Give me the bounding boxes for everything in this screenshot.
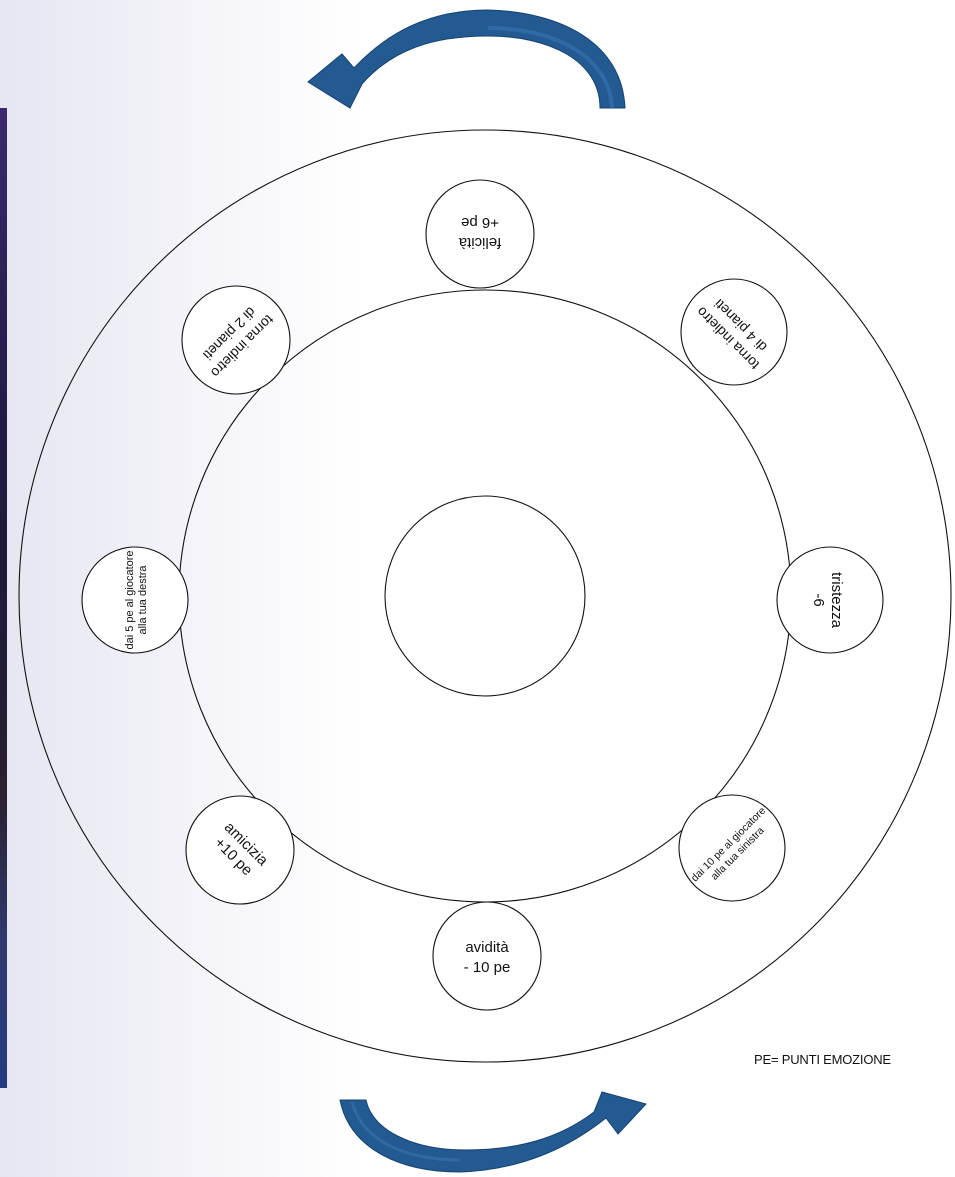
space-dai5-line1: dai 5 pe al giocatore — [124, 550, 136, 649]
curved-arrow-right-icon — [340, 1092, 646, 1172]
space-amicizia: amicizia +10 pe — [186, 796, 294, 904]
legend-text: PE= PUNTI EMOZIONE — [754, 1052, 891, 1067]
curved-arrow-left-icon — [308, 10, 625, 108]
space-felicita-line2: +6 pe — [461, 214, 499, 231]
space-dai-10-pe: dai 10 pe al giocatore alla tua sinistra — [679, 795, 785, 901]
space-tristezza-line2: -6 — [810, 593, 827, 606]
space-torna-indietro-4: torna indietro di 4 pianeti — [681, 279, 787, 385]
center-circle — [385, 496, 585, 696]
space-tristezza-line1: tristezza — [828, 572, 845, 629]
space-avidita: avidità - 10 pe — [433, 902, 541, 1010]
space-tristezza: tristezza -6 — [777, 547, 883, 653]
space-avidita-line1: avidità — [465, 939, 509, 956]
space-felicita: felicità +6 pe — [426, 180, 534, 288]
space-dai-5-pe: dai 5 pe al giocatore alla tua destra — [82, 547, 188, 653]
space-torna-indietro-2: torna indietro di 2 pianeti — [182, 286, 290, 394]
space-avidita-line2: - 10 pe — [464, 959, 511, 976]
space-dai5-line2: alla tua destra — [137, 565, 149, 635]
space-felicita-line1: felicità — [458, 234, 501, 251]
